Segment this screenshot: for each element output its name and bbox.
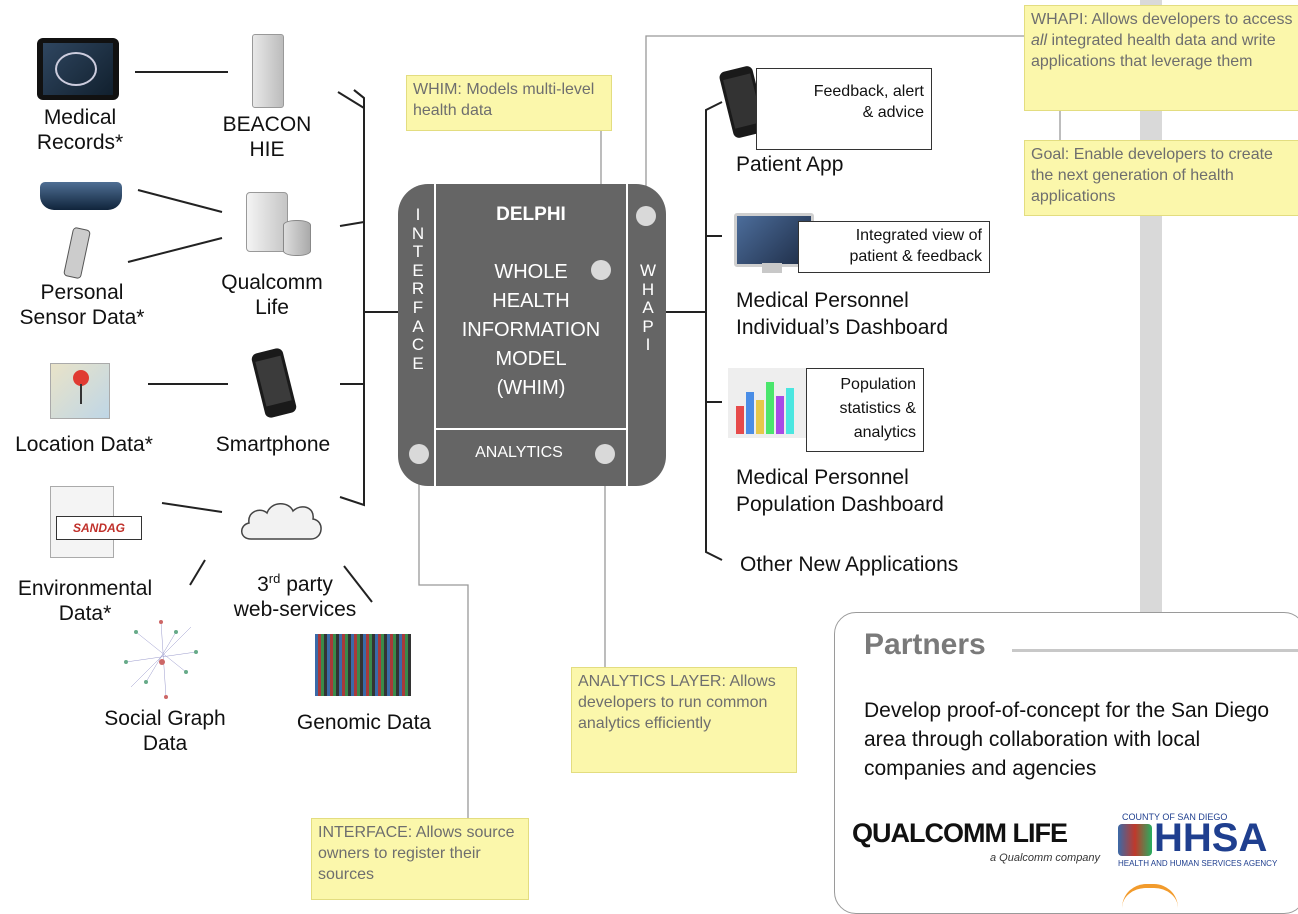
patient-app-label: Patient App: [736, 153, 844, 176]
hhsa-subtitle: HEALTH AND HUMAN SERVICES AGENCY: [1118, 859, 1278, 868]
partners-title: Partners: [864, 628, 986, 661]
bar-chart-icon: [728, 368, 808, 438]
monitor-stand-icon: [762, 263, 782, 273]
social-graph-label: Social Graph Data: [104, 707, 226, 755]
whim-dot-icon: [591, 260, 611, 280]
server-icon: [246, 192, 288, 252]
population-callout: Population statistics & analytics: [806, 368, 924, 452]
county-line: COUNTY OF SAN DIEGO: [1122, 812, 1228, 822]
interface-dot-icon: [409, 444, 429, 464]
sandag-logo: SANDAG: [56, 516, 142, 540]
partners-text: Develop proof-of-concept for the San Die…: [864, 699, 1270, 780]
map-icon: [50, 363, 110, 419]
personal-sensor-label: Personal Sensor Data*: [19, 281, 145, 329]
interface-divider: [434, 184, 436, 486]
whapi-note: WHAPI: Allows developers to access all i…: [1024, 5, 1298, 111]
genomic-data-label: Genomic Data: [296, 711, 432, 734]
analytics-layer-note: ANALYTICS LAYER: Allows developers to ru…: [571, 667, 797, 773]
whim-note: WHIM: Models multi-level health data: [406, 75, 612, 131]
partners-title-rule: [1012, 649, 1298, 652]
population-dashboard-label: Medical Personnel Population Dashboard: [736, 466, 944, 516]
cloud-icon: [235, 495, 327, 547]
delphi-title: DELPHI: [496, 204, 566, 225]
third-party-label: 3rd party web-services: [233, 571, 357, 621]
interface-vertical-label: I N T E R F A C E: [411, 205, 425, 373]
genomic-data-icon: [315, 634, 411, 696]
people-icon: [1118, 824, 1152, 856]
environmental-label: Environmental Data*: [17, 577, 153, 625]
partners-panel: [834, 612, 1298, 914]
location-label: Location Data*: [15, 433, 153, 456]
partial-logo-icon: [1122, 884, 1178, 908]
qualcomm-tagline: a Qualcomm company: [990, 852, 1101, 864]
server-icon: [252, 34, 284, 108]
other-applications-label: Other New Applications: [740, 553, 959, 576]
analytics-dot-icon: [595, 444, 615, 464]
delphi-core-block: [398, 184, 666, 486]
individual-dashboard-label: Medical Personnel Individual’s Dashboard: [736, 289, 949, 339]
database-icon: [283, 220, 311, 256]
smartphone-label: Smartphone: [215, 433, 331, 456]
individual-callout: Integrated view of patient & feedback: [798, 221, 990, 273]
qualcomm-life-logo: QUALCOMM LIFE: [852, 818, 1068, 848]
whim-model-label: WHOLE HEALTH INFORMATION MODEL (WHIM): [461, 261, 601, 399]
goal-note: Goal: Enable developers to create the ne…: [1024, 140, 1298, 216]
whapi-dot-icon: [636, 206, 656, 226]
qualcomm-life-label: Qualcomm Life: [221, 271, 323, 319]
medical-records-label: Medical Records*: [36, 106, 124, 154]
hhsa-logo: HHSA: [1154, 816, 1268, 860]
analytics-label: ANALYTICS: [475, 444, 563, 461]
medical-records-icon: [37, 38, 119, 100]
analytics-divider: [436, 428, 626, 430]
interface-note: INTERFACE: Allows source owners to regis…: [311, 818, 529, 900]
patient-callout: Feedback, alert & advice: [756, 68, 932, 150]
whapi-divider: [626, 184, 628, 486]
beacon-hie-label: BEACON HIE: [222, 113, 312, 161]
scale-icon: [40, 182, 122, 210]
social-graph-icon: [116, 612, 208, 704]
whapi-vertical-label: W H A P I: [639, 261, 657, 355]
